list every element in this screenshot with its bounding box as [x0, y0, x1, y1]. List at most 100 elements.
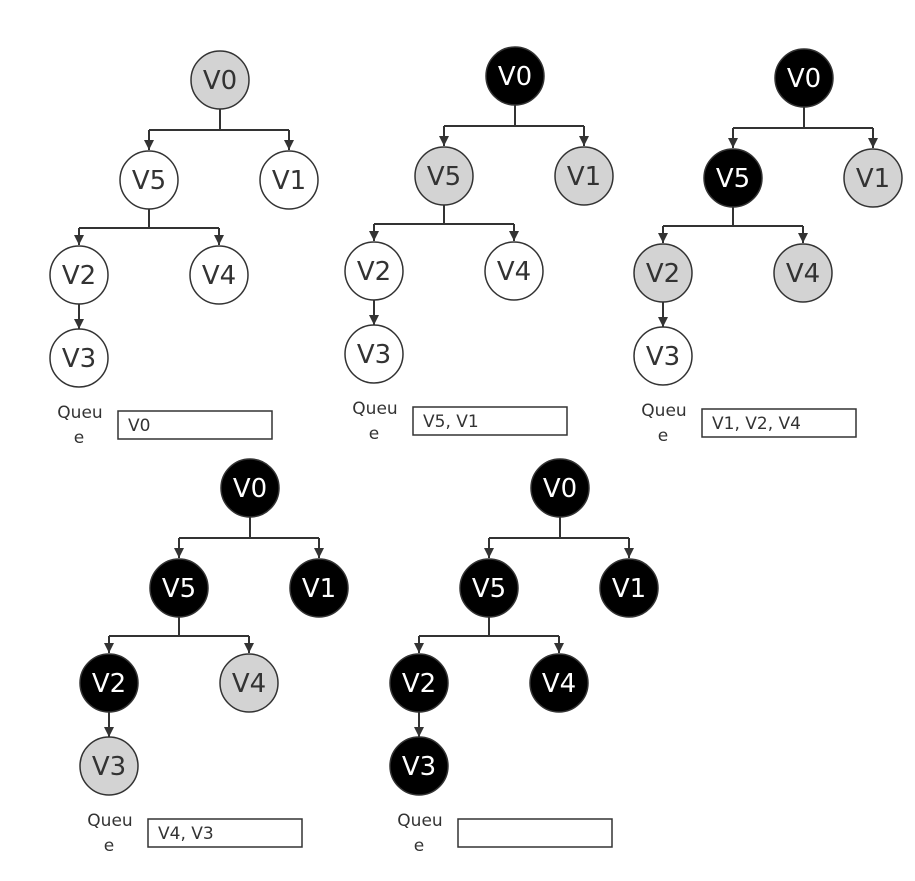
node-circle — [484, 241, 544, 301]
node-circle — [459, 558, 519, 618]
node-v3: V3 — [633, 326, 693, 386]
queue-caption-wrap: e — [104, 836, 114, 856]
node-label: V0 — [787, 64, 821, 94]
queue-caption: Queu — [641, 401, 686, 421]
node-label: V1 — [302, 574, 336, 604]
node-v1: V1 — [289, 558, 349, 618]
node-label: V4 — [202, 261, 236, 291]
queue-box — [412, 406, 568, 436]
queue-box — [117, 410, 273, 440]
node-label: V4 — [232, 669, 266, 699]
node-v1: V1 — [259, 150, 319, 210]
node-label: V3 — [62, 344, 96, 374]
node-v4: V4 — [219, 653, 279, 713]
node-v1: V1 — [554, 146, 614, 206]
node-v2: V2 — [79, 653, 139, 713]
node-circle — [414, 146, 474, 206]
node-circle — [289, 558, 349, 618]
node-v1: V1 — [843, 148, 903, 208]
node-v2: V2 — [389, 653, 449, 713]
node-label: V2 — [357, 257, 391, 287]
node-circle — [344, 241, 404, 301]
node-label: V0 — [203, 66, 237, 96]
queue-caption-wrap: e — [369, 424, 379, 444]
node-circle — [529, 653, 589, 713]
node-label: V1 — [856, 164, 890, 194]
node-circle — [703, 148, 763, 208]
node-v3: V3 — [389, 736, 449, 796]
node-label: V0 — [543, 474, 577, 504]
node-v0: V0 — [485, 46, 545, 106]
node-v3: V3 — [344, 324, 404, 384]
node-label: V4 — [786, 259, 820, 289]
node-circle — [79, 653, 139, 713]
queue-box — [457, 818, 613, 848]
node-v0: V0 — [774, 48, 834, 108]
node-circle — [49, 328, 109, 388]
node-label: V5 — [162, 574, 196, 604]
node-circle — [633, 326, 693, 386]
node-label: V2 — [646, 259, 680, 289]
queue-caption-wrap: e — [414, 836, 424, 856]
node-label: V1 — [567, 162, 601, 192]
node-circle — [485, 46, 545, 106]
node-label: V3 — [646, 342, 680, 372]
node-v4: V4 — [773, 243, 833, 303]
queue-box — [701, 408, 857, 438]
node-label: V4 — [497, 257, 531, 287]
node-label: V3 — [92, 752, 126, 782]
node-v5: V5 — [703, 148, 763, 208]
node-label: V5 — [716, 164, 750, 194]
node-circle — [259, 150, 319, 210]
node-circle — [389, 653, 449, 713]
node-v4: V4 — [189, 245, 249, 305]
node-circle — [189, 245, 249, 305]
queue-caption-wrap: e — [658, 426, 668, 446]
node-label: V0 — [233, 474, 267, 504]
node-circle — [149, 558, 209, 618]
node-circle — [119, 150, 179, 210]
node-label: V5 — [427, 162, 461, 192]
node-circle — [389, 736, 449, 796]
node-v2: V2 — [633, 243, 693, 303]
queue-contents: V0 — [128, 416, 150, 436]
node-v4: V4 — [529, 653, 589, 713]
node-v0: V0 — [530, 458, 590, 518]
node-circle — [49, 245, 109, 305]
node-label: V0 — [498, 62, 532, 92]
queue-caption: Queu — [397, 811, 442, 831]
node-v1: V1 — [599, 558, 659, 618]
queue-caption: Queu — [87, 811, 132, 831]
node-v2: V2 — [49, 245, 109, 305]
node-circle — [79, 736, 139, 796]
node-label: V2 — [402, 669, 436, 699]
queue-contents: V4, V3 — [158, 824, 214, 844]
node-label: V4 — [542, 669, 576, 699]
node-label: V5 — [132, 166, 166, 196]
node-circle — [220, 458, 280, 518]
node-v5: V5 — [119, 150, 179, 210]
queue-box — [147, 818, 303, 848]
node-label: V5 — [472, 574, 506, 604]
node-v5: V5 — [414, 146, 474, 206]
node-label: V2 — [92, 669, 126, 699]
node-circle — [774, 48, 834, 108]
queue-caption-wrap: e — [74, 428, 84, 448]
node-circle — [633, 243, 693, 303]
node-circle — [219, 653, 279, 713]
queue-contents: V1, V2, V4 — [712, 414, 801, 434]
node-circle — [344, 324, 404, 384]
node-circle — [599, 558, 659, 618]
node-v0: V0 — [220, 458, 280, 518]
node-v3: V3 — [49, 328, 109, 388]
queue-caption: Queu — [57, 403, 102, 423]
node-v4: V4 — [484, 241, 544, 301]
node-v5: V5 — [149, 558, 209, 618]
node-label: V3 — [402, 752, 436, 782]
